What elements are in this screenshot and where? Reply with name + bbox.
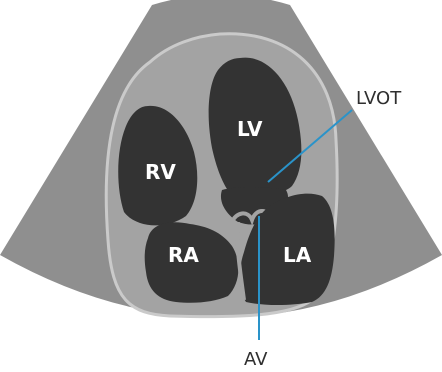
lv-label: LV <box>237 117 263 141</box>
lvot-label: LVOT <box>356 88 402 109</box>
ra-label: RA <box>168 243 199 267</box>
av-label: AV <box>244 349 268 370</box>
rv-label: RV <box>145 160 176 184</box>
la-label: LA <box>283 243 312 267</box>
